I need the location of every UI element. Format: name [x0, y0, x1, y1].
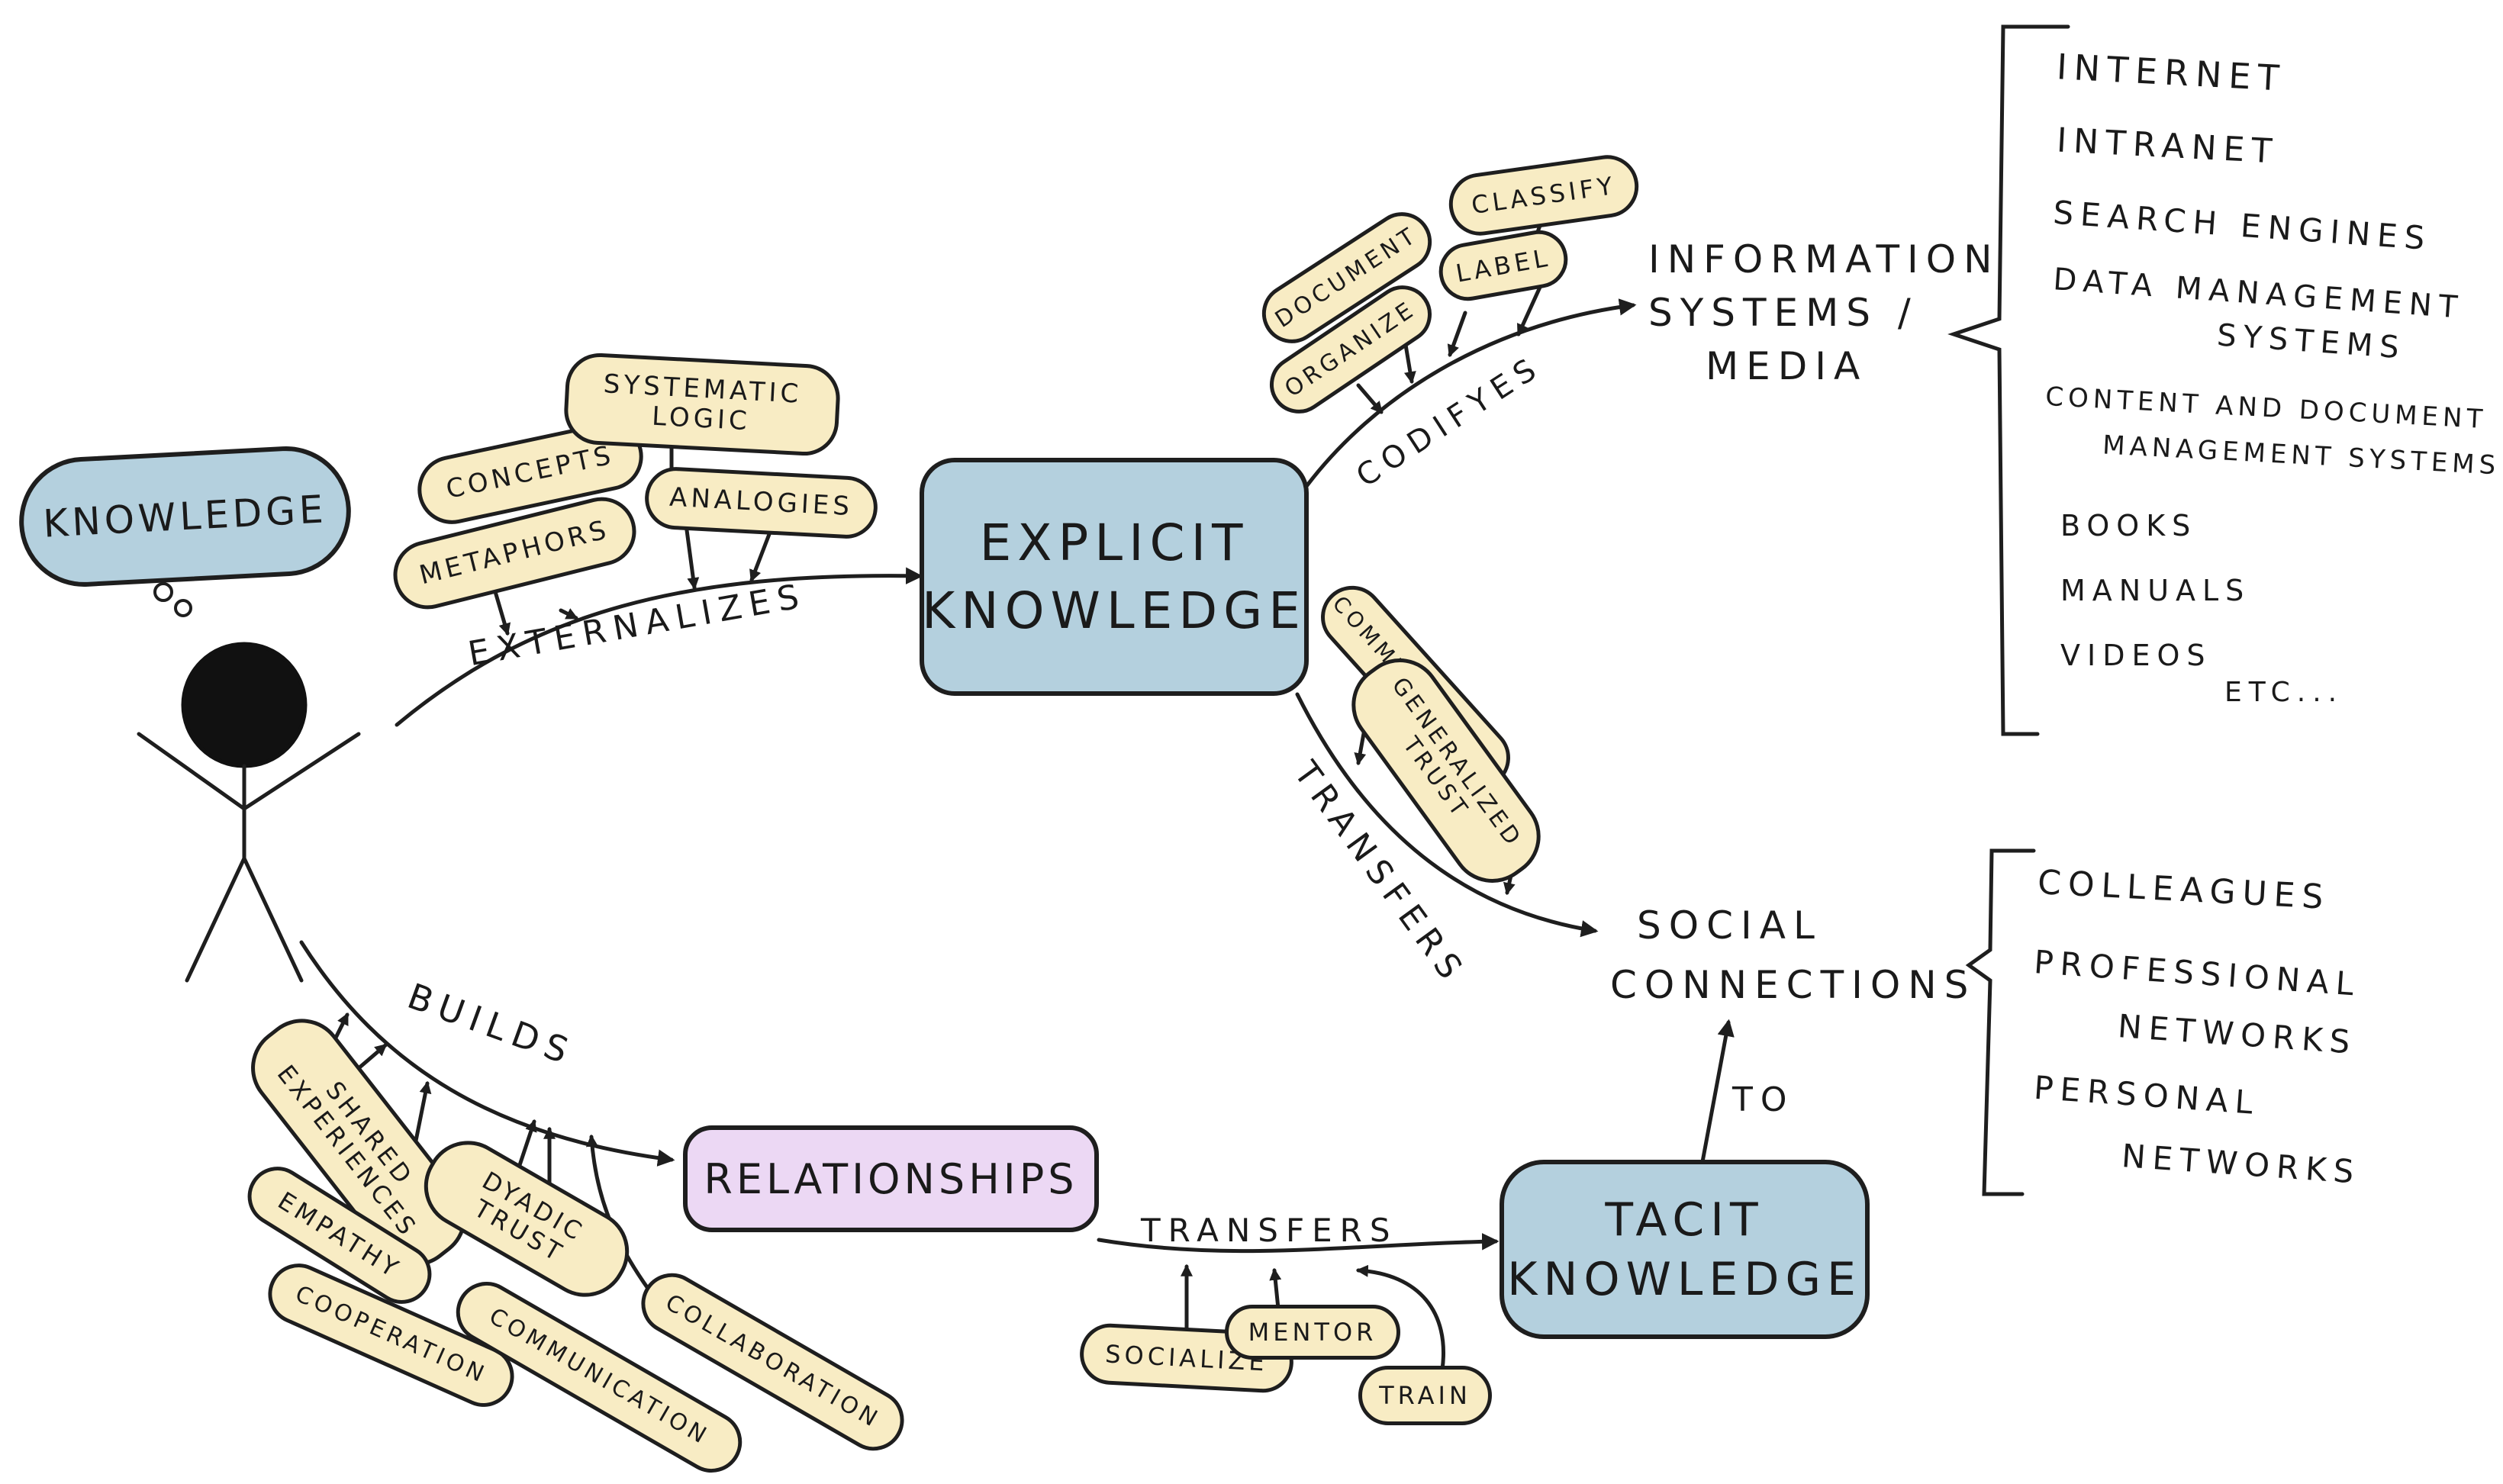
builds-arrow [299, 940, 675, 1167]
collaboration-connector [585, 1134, 651, 1292]
information-bracket [1947, 24, 2070, 736]
transfers-tacit-arrow [1097, 1233, 1500, 1254]
thought-dot-2 [153, 582, 173, 602]
social-connections-label: SOCIAL CONNECTIONS [1610, 903, 1976, 1007]
transfers-social-arrow [1295, 692, 1599, 938]
example-manuals: MANUALS [2060, 574, 2251, 607]
shared-exp-connector-2 [356, 1043, 388, 1070]
example-videos: VIDEOS [2060, 639, 2212, 672]
tacit-knowledge-box: TACIT KNOWLEDGE [1500, 1160, 1870, 1339]
label-connector-1 [1447, 311, 1467, 358]
analogies-connector-2 [749, 528, 773, 582]
organize-connector [1356, 383, 1384, 414]
mentor-connector [1269, 1267, 1282, 1311]
thought-dot-3 [174, 599, 192, 617]
stick-figure-arms [137, 732, 361, 812]
train-pill: TRAIN [1358, 1366, 1492, 1425]
to-arrow [1699, 1019, 1735, 1168]
to-label: TO [1732, 1080, 1795, 1119]
systematic-logic-pill: SYSTEMATIC LOGIC [562, 351, 842, 458]
knowledge-bubble: KNOWLEDGE [15, 443, 355, 591]
codifyes-arrow [1303, 298, 1637, 491]
example-books: BOOKS [2060, 509, 2198, 542]
explicit-knowledge-box: EXPLICIT KNOWLEDGE [920, 458, 1309, 696]
stick-figure-head [181, 642, 308, 768]
relationships-box: RELATIONSHIPS [683, 1125, 1099, 1232]
analogies-pill: ANALOGIES [643, 465, 879, 540]
metaphors-connector [559, 608, 578, 620]
social-bracket [1965, 848, 2036, 1196]
externalizes-arrow [395, 567, 923, 727]
analogies-connector-1 [685, 528, 700, 591]
mentor-pill: MENTOR [1225, 1305, 1400, 1360]
train-connector [1355, 1264, 1445, 1372]
transfers-tacit-label: TRANSFERS [1141, 1212, 1398, 1249]
stick-figure-legs [185, 854, 304, 983]
label-connector-2 [1516, 282, 1544, 336]
information-systems-label: INFORMATION SYSTEMS / MEDIA [1648, 237, 2000, 388]
example-etc: ETC... [2224, 677, 2344, 708]
